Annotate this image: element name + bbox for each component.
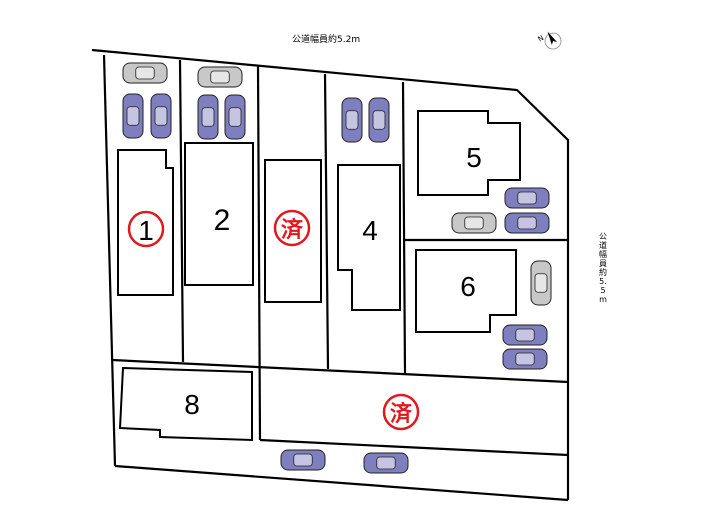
north-road-label: 公道幅員約5.2m [292, 35, 361, 45]
car-icon [504, 187, 550, 209]
lot-3-sold-label: 済 [281, 217, 304, 243]
car-icon [197, 66, 243, 88]
lot-labels: 1 2 済 4 5 6 済 8 [127, 142, 482, 431]
front-boundary [114, 464, 569, 502]
car-icon [368, 97, 390, 143]
car-icon [341, 97, 363, 143]
lot-3-sold-circle [273, 209, 311, 247]
lot-7-sold-circle [382, 393, 420, 431]
lot-1-label: 1 [138, 215, 154, 246]
svg-text:N: N [537, 34, 546, 44]
car-icon [122, 93, 144, 139]
house-footprint-2 [184, 142, 254, 286]
car-icon [363, 452, 409, 474]
lot-2-label: 2 [214, 204, 231, 237]
car-icon [150, 93, 172, 139]
lot-divider [111, 358, 569, 384]
lot-divider [178, 59, 185, 363]
house-footprint-6 [415, 249, 517, 333]
car-icon [451, 212, 497, 234]
east-road-label: 公道幅員約5.5m [599, 232, 607, 304]
house-footprint-3 [264, 159, 322, 303]
car-icon [502, 324, 548, 346]
north-arrow-icon: N [537, 31, 562, 50]
car-icon [502, 348, 548, 370]
car-icon [122, 62, 168, 84]
car-icon [224, 94, 246, 140]
car-icon [197, 94, 219, 140]
site-boundary [91, 48, 570, 500]
lot-divider [102, 54, 117, 467]
lot-5-label: 5 [466, 142, 482, 173]
lot-divider [323, 73, 330, 370]
car-icon [530, 260, 552, 306]
lot-7-sold-label: 済 [390, 401, 413, 427]
house-footprint-5 [417, 110, 521, 196]
lot-divider [259, 438, 569, 457]
lot-1-circle [127, 210, 165, 248]
car-icon [280, 449, 326, 471]
lot-6-label: 6 [460, 271, 476, 302]
car-icon [504, 212, 550, 234]
lot-divider [401, 81, 407, 374]
lot-8-label: 8 [184, 389, 200, 420]
lot-4-label: 4 [362, 215, 378, 246]
house-footprint-8 [118, 366, 253, 442]
parking-cars [122, 62, 552, 474]
house-footprint-1 [117, 149, 174, 296]
house-footprint-4 [337, 164, 401, 311]
lot-divider [256, 65, 262, 441]
